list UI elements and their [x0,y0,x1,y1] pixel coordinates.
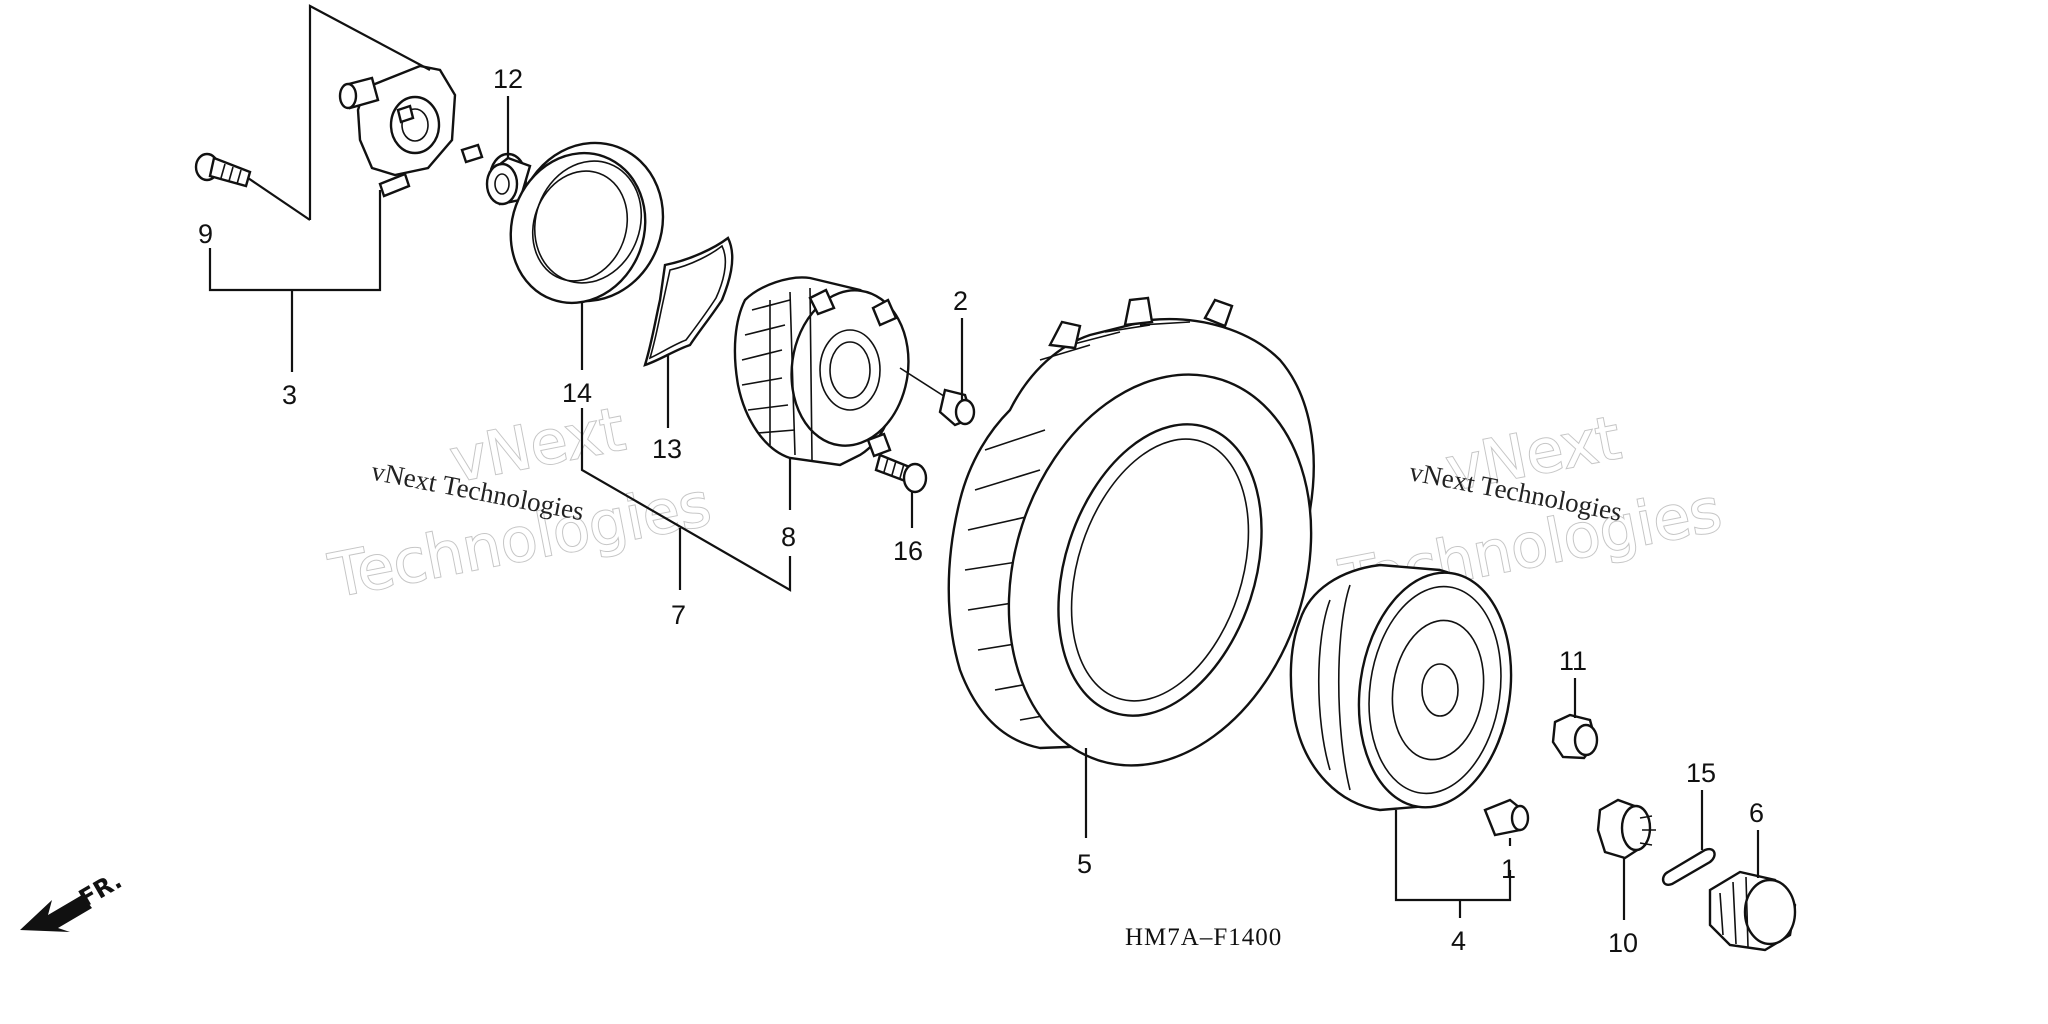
callouts: 9 3 12 14 13 8 7 2 16 5 4 1 11 10 15 6 [198,64,1764,958]
callout-14: 14 [562,378,592,408]
part-cap [1708,870,1797,952]
callout-3: 3 [282,380,297,410]
front-arrow-icon: FR. [20,866,127,932]
part-flange-bolt [874,453,928,494]
callout-5: 5 [1077,849,1092,879]
part-seal [509,141,665,305]
callout-12: 12 [493,64,523,94]
callout-16: 16 [893,536,923,566]
callout-1: 1 [1501,854,1516,884]
part-cotter-pin [1661,847,1716,886]
part-wheel-rim [1289,563,1513,812]
part-tire [947,296,1315,767]
callout-6: 6 [1749,798,1764,828]
callout-8: 8 [781,522,796,552]
callout-7: 7 [671,600,686,630]
callout-10: 10 [1608,928,1638,958]
part-castle-nut [1596,798,1656,860]
part-wheel-nut [1551,713,1599,760]
part-valve-stem [1483,798,1530,837]
callout-11: 11 [1559,646,1587,676]
callout-13: 13 [652,434,682,464]
callout-15: 15 [1686,758,1716,788]
part-o-ring [643,236,734,367]
part-hub [338,64,484,198]
part-hub-bolt [194,152,252,188]
part-bolt-2 [899,367,976,427]
callout-4: 4 [1451,926,1466,956]
leader-lines [208,4,1760,920]
part-brake-drum [733,276,910,467]
diagram-code: HM7A–F1400 [1125,924,1282,951]
callout-9: 9 [198,219,213,249]
callout-2: 2 [953,286,968,316]
part-bearing [485,152,532,206]
